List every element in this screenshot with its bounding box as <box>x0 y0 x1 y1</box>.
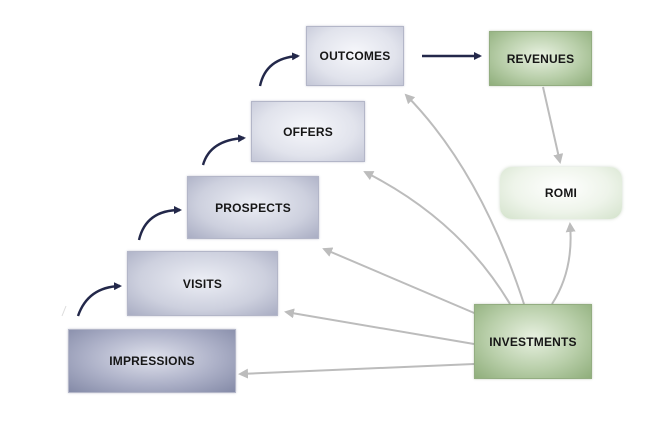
node-visits-label: VISITS <box>182 276 223 291</box>
node-outcomes-label: OUTCOMES <box>319 49 391 63</box>
node-romi-label: ROMI <box>544 186 578 200</box>
node-revenues: REVENUES <box>489 31 592 86</box>
arrow-investments-to-visits <box>284 308 475 345</box>
node-investments: INVESTMENTS <box>474 304 592 379</box>
arrow-investments-to-prospects <box>322 247 501 325</box>
node-offers-label: OFFERS <box>283 124 333 139</box>
faint-mark <box>61 305 67 317</box>
node-revenues-label: REVENUES <box>506 51 575 66</box>
arrow-investments-to-impressions <box>238 363 475 379</box>
node-prospects-label: PROSPECTS <box>215 200 291 215</box>
node-visits: VISITS <box>127 251 278 316</box>
arrow-revenues-to-romi <box>542 86 564 164</box>
node-impressions-label: IMPRESSIONS <box>109 354 195 368</box>
node-romi: ROMI <box>500 167 622 219</box>
arrow-investments-to-offers <box>363 171 511 305</box>
node-offers: OFFERS <box>251 101 365 162</box>
arrow-offers-to-outcomes <box>258 52 300 87</box>
arrow-impressions-to-visits <box>76 282 122 317</box>
node-impressions: IMPRESSIONS <box>68 329 236 393</box>
arrow-visits-to-prospects <box>137 206 182 241</box>
arrow-investments-to-romi <box>551 222 576 305</box>
node-prospects: PROSPECTS <box>187 176 319 239</box>
node-outcomes: OUTCOMES <box>306 26 404 86</box>
arrow-investments-to-outcomes <box>404 93 525 305</box>
arrow-prospects-to-offers <box>201 134 246 166</box>
node-investments-label: INVESTMENTS <box>489 334 577 349</box>
